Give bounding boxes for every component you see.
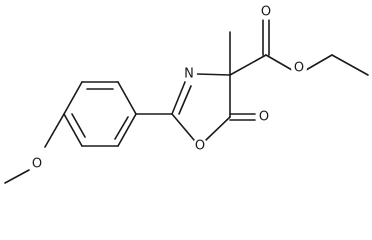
bond-n3-c2-double-b xyxy=(178,85,192,115)
bond-ch2-to-ch3 xyxy=(331,54,369,76)
bond-ester-c-to-ether-o xyxy=(265,54,293,71)
bond-n3-c2-double-a xyxy=(171,81,186,115)
methoxy-oxygen: O xyxy=(29,156,45,172)
bonds xyxy=(4,19,369,184)
bond-ar4-methoxy-o xyxy=(44,113,65,148)
lactone-carbonyl-oxygen: O xyxy=(256,109,272,125)
bond-ar-inner-3 xyxy=(114,116,129,140)
svg-text:O: O xyxy=(259,110,269,125)
svg-text:O: O xyxy=(32,157,42,172)
svg-text:O: O xyxy=(294,61,304,76)
molecule-structure-diagram: O O N O O O xyxy=(4,4,369,184)
svg-text:O: O xyxy=(195,139,205,154)
bond-ar-inner-2 xyxy=(71,113,86,138)
ester-carbonyl-oxygen: O xyxy=(258,4,274,20)
bond-ar3-ar4 xyxy=(63,81,83,115)
atom-labels: O O N O O O xyxy=(29,4,307,172)
ring-oxygen: O xyxy=(192,138,208,154)
svg-text:O: O xyxy=(261,5,271,20)
bond-ar6-ar1 xyxy=(117,113,137,147)
bond-ether-o-to-ch2 xyxy=(305,54,333,71)
bond-c4-ester-carbon xyxy=(229,54,267,76)
ester-ether-oxygen: O xyxy=(291,60,307,76)
bond-ar1-ar2 xyxy=(117,81,137,115)
ring-nitrogen: N xyxy=(181,66,197,82)
bond-o1-c5 xyxy=(205,116,231,141)
bond-methoxy-o-ch3 xyxy=(4,169,30,184)
svg-text:N: N xyxy=(184,67,194,82)
bond-ar4-ar5 xyxy=(63,113,83,147)
bond-c4-n3 xyxy=(196,73,231,76)
bond-c2-o1 xyxy=(171,113,195,141)
